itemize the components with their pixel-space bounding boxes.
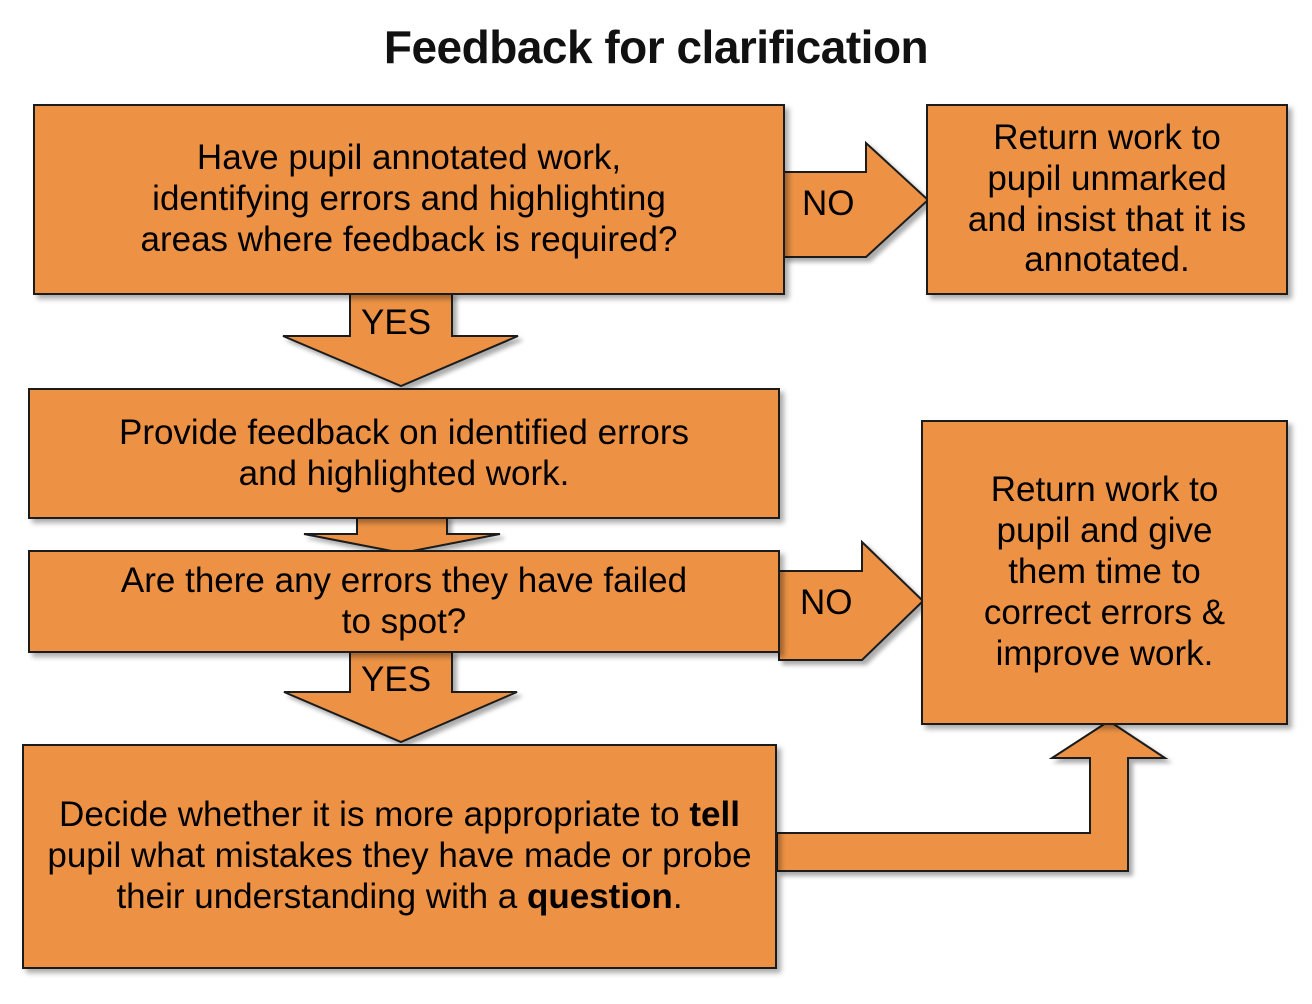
arrow-label-no-1: NO [802, 184, 855, 223]
arrow-link-provide-errors [303, 515, 501, 555]
arrow-label-no-2: NO [800, 583, 853, 622]
node-decide-tell-or-question[interactable]: Decide whether it is more appropriate to… [22, 744, 777, 969]
node-have-pupil-annotated-work[interactable]: Have pupil annotated work,identifying er… [33, 104, 785, 295]
arrow-yes-1 [282, 292, 519, 388]
arrow-label-yes-2: YES [361, 660, 432, 699]
node-text: Decide whether it is more appropriate to… [47, 795, 752, 916]
arrow-yes-2 [283, 650, 518, 744]
arrow-label-yes-1: YES [361, 303, 432, 342]
node-text: Have pupil annotated work,identifying er… [140, 138, 678, 259]
page-title: Feedback for clarification [383, 21, 929, 73]
arrow-elbow-decide-to-return [776, 719, 1169, 872]
